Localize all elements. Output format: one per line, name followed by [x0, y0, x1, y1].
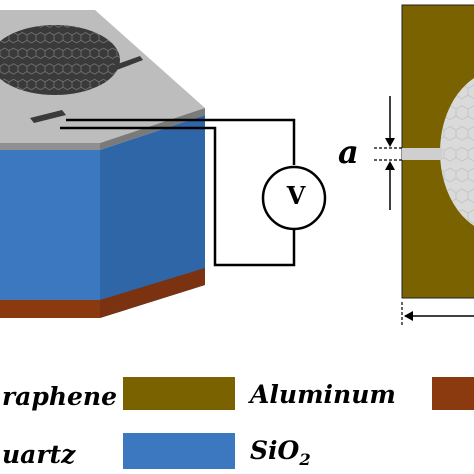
legend-label-aluminum: Aluminum [250, 380, 396, 409]
legend-label-graphene: raphene [2, 382, 118, 411]
legend-swatch-sio2 [123, 433, 235, 469]
block-bottom-layer [0, 300, 100, 318]
circuit-wire-upper [66, 118, 296, 165]
gap-label: a [338, 133, 359, 171]
legend-label-sio2: SiO2 [250, 436, 311, 469]
legend-label-quartz: uartz [2, 440, 76, 469]
voltmeter-circle [261, 165, 327, 231]
circuit-wire-lower [60, 126, 296, 267]
block-front-face [0, 150, 100, 300]
graphene-strip-left [30, 110, 66, 123]
legend-swatch-aluminum [123, 377, 235, 410]
graphene-channel [402, 148, 442, 160]
voltmeter-label: V [286, 181, 306, 210]
block-side-face [100, 115, 205, 318]
legend-swatch-third-material [432, 377, 474, 410]
block-front-top-layer [0, 143, 100, 150]
graphene-strip-right [112, 56, 143, 71]
